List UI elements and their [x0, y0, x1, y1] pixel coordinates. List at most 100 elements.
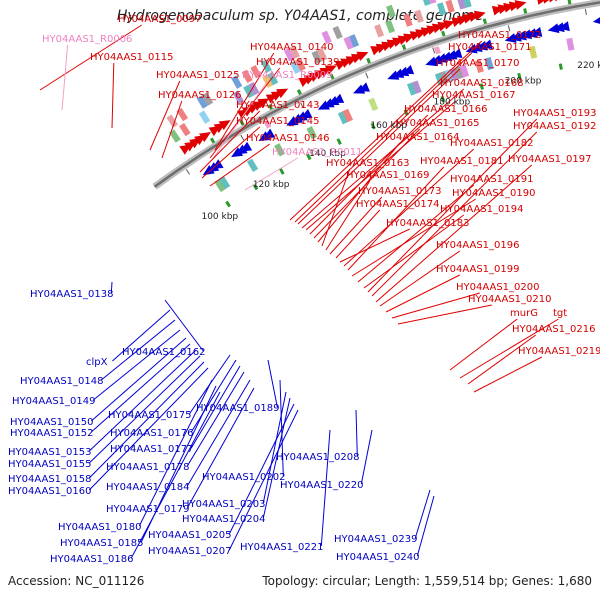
tick-mark — [300, 102, 304, 109]
cog-block — [311, 50, 322, 64]
cog-block — [198, 110, 211, 124]
cog-block — [231, 75, 243, 89]
reverse-gene — [295, 111, 308, 121]
gene-label: HY04AAS1_0170 — [436, 58, 519, 69]
cog-block — [166, 114, 179, 128]
gc-marker — [225, 200, 231, 208]
gene-label: HY04AAS1_0145 — [236, 116, 319, 127]
cog-block — [214, 178, 226, 193]
leader-line — [228, 409, 299, 551]
leader-line — [186, 379, 251, 487]
gene-label: HY04AAS1_0210 — [468, 294, 551, 305]
gene-label: clpX — [86, 357, 108, 368]
gene-label: HY04AAS1_0239 — [334, 534, 417, 545]
reverse-gene — [520, 29, 532, 40]
cog-block — [201, 92, 214, 106]
reverse-gene — [231, 147, 244, 158]
leader-line — [110, 281, 113, 294]
reverse-gene — [263, 128, 276, 139]
reverse-gene — [470, 42, 483, 52]
gene-label: HY04AAS1_0172 — [458, 30, 541, 41]
tick-label: 160 kbp — [370, 121, 407, 131]
cog-block — [343, 36, 354, 50]
tick-mark — [432, 47, 436, 54]
gene-label: HY04AAS1_R0011 — [272, 147, 362, 158]
cog-block — [411, 80, 422, 94]
cog-block — [414, 9, 424, 23]
tick-label: 200 kbp — [505, 77, 542, 87]
leader-line — [375, 164, 533, 303]
tick-label: 140 kbp — [309, 149, 346, 159]
forward-gene — [276, 88, 289, 99]
leader-line — [244, 157, 298, 191]
leader-line — [39, 24, 143, 91]
gene-label: HY04AAS1_0169 — [346, 170, 429, 181]
gene-label: HY04AAS1_0189 — [196, 403, 279, 414]
gc-marker — [329, 73, 335, 80]
leader-line — [321, 168, 351, 247]
leader-line — [92, 329, 181, 401]
gene-label: HY04AAS1_0240 — [336, 552, 419, 563]
gc-marker — [366, 57, 371, 64]
rna-gene — [263, 120, 272, 129]
leader-line — [201, 126, 261, 179]
forward-gene — [549, 0, 554, 3]
gene-label: HY04AAS1_0220 — [280, 480, 363, 491]
gene-label: HY04AAS1_0164 — [376, 132, 459, 143]
cog-block — [348, 34, 360, 48]
cog-block — [289, 60, 301, 74]
gene-label: HY04AAS1_0167 — [432, 90, 515, 101]
reverse-gene — [425, 56, 438, 67]
gc-marker — [517, 72, 522, 80]
gene-label: HY04AAS1_0143 — [236, 100, 319, 111]
gene-label: HY04AAS1_0149 — [12, 396, 95, 407]
leader-line — [301, 88, 465, 229]
gene-label: HY04AAS1_R0009 — [242, 70, 332, 81]
summary-text: Topology: circular; Length: 1,559,514 bp… — [262, 574, 592, 588]
cog-block — [374, 24, 385, 38]
reverse-gene — [509, 31, 522, 42]
leader-line — [329, 196, 383, 255]
gene-label: HY04AAS1_0200 — [456, 282, 539, 293]
reverse-gene — [402, 64, 415, 75]
reverse-gene — [515, 30, 527, 41]
leader-line — [190, 365, 241, 449]
gene-label: HY04AAS1_0191 — [450, 174, 533, 185]
leader-line — [161, 100, 183, 159]
leader-line — [309, 114, 429, 235]
gene-label: HY04AAS1_0183 — [386, 218, 469, 229]
tick-label: 220 kbp — [577, 61, 600, 71]
forward-gene — [324, 65, 337, 75]
cog-block — [316, 47, 328, 62]
gc-marker — [267, 104, 273, 110]
gene-label: HY04AAS1_0219 — [518, 346, 600, 357]
reverse-gene — [332, 93, 345, 103]
gene-label: HY04AAS1_0180 — [58, 522, 141, 533]
tick-mark — [240, 134, 245, 141]
gene-label: HY04AAS1_0150 — [10, 417, 93, 428]
gene-label: HY04AAS1_0203 — [182, 499, 265, 510]
rna-gene — [433, 46, 441, 55]
leader-line — [262, 397, 291, 519]
leader-line — [317, 142, 401, 243]
gene-label: HY04AAS1_0204 — [182, 514, 265, 525]
leader-line — [355, 409, 358, 457]
tick-label: 180 kbp — [434, 97, 471, 107]
leader-line — [371, 131, 538, 297]
leader-line — [335, 209, 381, 259]
gene-label: HY04AAS1_0177 — [110, 444, 193, 455]
gene-label: tgt — [553, 308, 567, 319]
gc-marker — [482, 18, 487, 25]
reverse-gene — [240, 141, 253, 152]
gene-label: HY04AAS1_0152 — [10, 428, 93, 439]
gene-label: HY04AAS1_0160 — [8, 486, 91, 497]
cog-block — [456, 0, 466, 10]
gene-label: HY04AAS1_0194 — [440, 204, 523, 215]
gene-label: HY04AAS1_0155 — [8, 459, 91, 470]
gene-label: HY04AAS1_0166 — [404, 104, 487, 115]
cog-block — [445, 0, 455, 13]
gene-label: HY04AAS1_0181 — [420, 156, 503, 167]
cog-block — [250, 65, 262, 79]
reverse-gene — [392, 68, 405, 78]
